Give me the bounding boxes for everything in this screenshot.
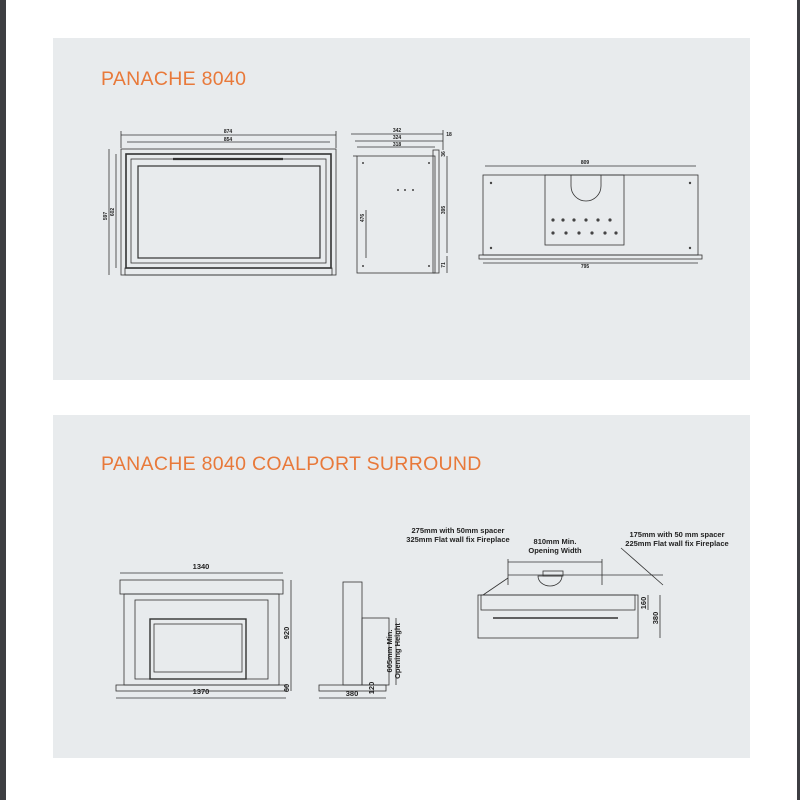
bolt [362,162,364,164]
flue-circle [537,575,563,587]
technical-drawing-panache-8040: 874 854 597 602 342 324 318 18 36 476 39… [103,128,703,276]
hearth-side [318,684,387,692]
opening-width-note: Opening Width [528,546,582,555]
dim-label: 1370 [193,687,210,696]
bolt [564,231,568,235]
surround-side-body [342,581,363,686]
dim-label: 318 [393,142,402,148]
surround-front-view [115,572,292,699]
surround-side-view [318,581,397,699]
bolt [412,189,414,191]
top-rail [478,254,703,260]
bolt [428,162,430,164]
plan-shelf [477,594,639,639]
bolt [577,231,581,235]
front-glass [137,165,321,259]
viewer-edge-left [0,0,6,800]
bolt [614,231,618,235]
leader-line [620,547,664,586]
spacer-note-left: 325mm Flat wall fix Fireplace [406,535,509,544]
top-body [482,174,699,256]
opening-width-note: 810mm Min. [534,537,577,546]
dim-label: 1340 [193,562,210,571]
dim-label: 36 [441,151,447,157]
dim-label: 597 [103,212,109,221]
fireplace-opening [149,618,247,680]
dim-label: 809 [581,160,590,166]
bolt [397,189,399,191]
technical-drawing-coalport-surround: 1340 1370 920 60 380 120 605mm Min. Open… [115,526,729,699]
opening-height-note: Opening Height [393,623,402,679]
dim-label: 160 [639,597,648,610]
spacer-note-left: 275mm with 50mm spacer [412,526,505,535]
dim-label: 120 [367,682,376,695]
dim-label: 60 [282,684,291,692]
bolt [561,218,565,222]
bolt [551,218,555,222]
flue-cap [542,570,564,577]
bolt [572,218,576,222]
dim-label: 476 [360,214,366,223]
bolt [489,246,493,250]
top-plate [544,174,625,246]
bolt [489,181,493,185]
bolt [688,181,692,185]
side-body [356,155,436,274]
dim-label: 18 [446,132,452,138]
spacer-note-right: 225mm Flat wall fix Fireplace [625,539,728,548]
hearth [115,684,287,692]
viewer-edge-right [797,0,800,800]
bolt [362,265,364,267]
top-view-drawing [478,165,703,264]
dim-label: 395 [441,206,447,215]
front-outer-frame [120,148,337,276]
section-title: PANACHE 8040 COALPORT SURROUND [101,453,482,475]
fireplace-glass [153,623,243,673]
dim-label: 380 [651,612,660,625]
bolt [551,231,555,235]
bolt [404,189,406,191]
bolt [596,218,600,222]
surround-plan-view [477,547,664,639]
section-title: PANACHE 8040 [101,68,247,90]
side-trim [432,149,440,274]
plan-firebox [480,594,636,611]
dim-label: 795 [581,264,590,270]
opening-height-note: 605mm Min. [385,630,394,673]
dim-label: 874 [224,129,233,135]
surround-legs [134,599,269,680]
dim-label: 602 [110,208,116,217]
bolt [608,218,612,222]
spacer-note-right: 175mm with 50 mm spacer [629,530,724,539]
dim-label: 380 [346,689,359,698]
side-view-drawing [351,130,448,274]
mantel-shelf [119,579,284,595]
dim-label: 342 [393,128,402,134]
bolt [428,265,430,267]
bolt [603,231,607,235]
front-inner-frame [130,158,327,264]
front-trim [125,153,332,269]
front-view-drawing [108,131,337,276]
dim-label: 71 [441,262,447,268]
bolt [590,231,594,235]
section-panache-8040-coalport-surround: PANACHE 8040 COALPORT SURROUND [53,415,750,758]
dim-label: 920 [282,627,291,640]
bolt [688,246,692,250]
flue-cutout [570,174,602,202]
dim-label: 324 [393,135,402,141]
section-panache-8040: PANACHE 8040 [53,38,750,380]
leader-line [482,577,509,596]
bolt [584,218,588,222]
surround-body [123,593,280,686]
dim-label: 854 [224,137,233,143]
front-base [124,267,333,276]
